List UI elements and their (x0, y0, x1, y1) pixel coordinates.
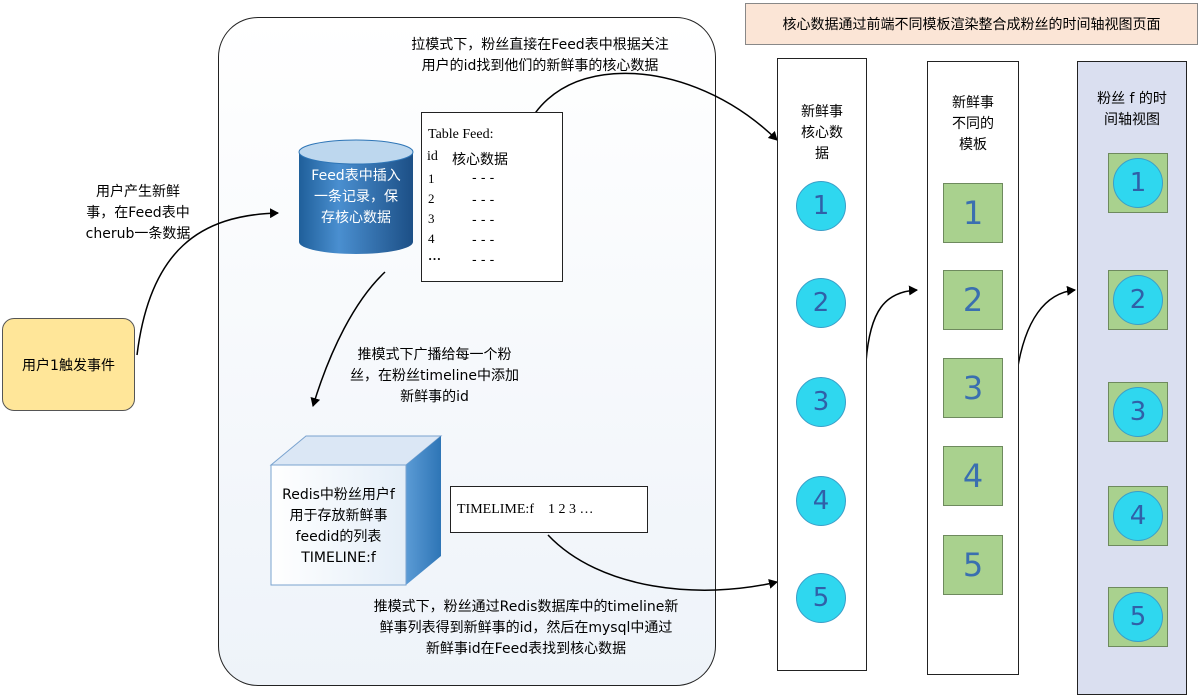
template-column-title: 新鲜事 不同的 模板 (952, 95, 994, 153)
core-data-item: 4 (796, 476, 846, 526)
feed-table-header-id: id (427, 149, 438, 164)
feed-row-data: - - - (472, 253, 495, 268)
timeline-view-item: 3 (1108, 382, 1168, 442)
feed-row-id: 2 (428, 191, 435, 206)
template-item-label: 5 (962, 546, 984, 584)
timeline-view-item-label: 1 (1129, 168, 1147, 198)
core-data-item-label: 1 (812, 191, 830, 221)
core-data-item: 3 (796, 377, 846, 427)
timeline-view-item-circle: 2 (1113, 275, 1163, 325)
timeline-view-item: 5 (1108, 587, 1168, 647)
push-mode-note: 推模式下广播给每一个粉 丝，在粉丝timeline中添加 新鲜事的id (350, 347, 519, 405)
user-note: 用户产生新鲜 事，在Feed表中 cherub一条数据 (85, 184, 191, 242)
template-item-label: 4 (962, 457, 984, 495)
core-data-item: 2 (796, 278, 846, 328)
feed-row-data: - - - (472, 171, 495, 186)
redis-cube (269, 435, 443, 586)
timeline-view-item-label: 2 (1129, 285, 1147, 315)
template-item: 4 (943, 446, 1003, 506)
timeline-view-item-circle: 5 (1113, 592, 1163, 642)
timeline-view-column-title: 粉丝 f 的时 间轴视图 (1097, 91, 1167, 128)
feed-row-id: 4 (428, 231, 435, 246)
timeline-view-item-label: 3 (1129, 397, 1147, 427)
redis-label: Redis中粉丝用户f 用于存放新鲜事 feedid的列表 TIMELINE:f (282, 487, 395, 566)
arrow-data-to-template (865, 285, 918, 363)
timeline-view-item-circle: 4 (1113, 491, 1163, 541)
diagram-title-text: 核心数据通过前端不同模板渲染整合成粉丝的时间轴视图页面 (782, 17, 1161, 33)
template-item: 3 (943, 358, 1003, 418)
core-data-item-label: 3 (812, 387, 830, 417)
user-event-label: 用户1触发事件 (22, 357, 115, 374)
feed-table-header-data: 核心数据 (452, 152, 508, 168)
feed-row-data: - - - (472, 233, 495, 248)
template-item: 5 (943, 535, 1003, 595)
template-item: 1 (943, 183, 1003, 243)
core-data-column-title: 新鲜事 核心数 据 (801, 104, 843, 162)
template-item-label: 3 (962, 369, 984, 407)
timeline-view-item: 4 (1108, 486, 1168, 546)
feed-row-data: - - - (472, 193, 495, 208)
cylinder-label: Feed表中插入 一条记录，保 存核心数据 (311, 168, 401, 226)
arrow-user-to-feed (136, 208, 279, 356)
timeline-view-item: 2 (1108, 270, 1168, 330)
feed-row-data: - - - (472, 213, 495, 228)
feed-row-id: 3 (428, 211, 435, 226)
template-item: 2 (943, 270, 1003, 330)
core-data-item-label: 2 (812, 288, 830, 318)
diagram-title: 核心数据通过前端不同模板渲染整合成粉丝的时间轴视图页面 (745, 3, 1198, 45)
timeline-view-item: 1 (1108, 153, 1168, 213)
core-data-item: 1 (796, 181, 846, 231)
timeline-view-item-circle: 1 (1113, 158, 1163, 208)
timeline-view-item-circle: 3 (1113, 387, 1163, 437)
core-data-item-label: 4 (812, 486, 830, 516)
timeline-view-item-label: 5 (1129, 602, 1147, 632)
feed-database-cylinder (298, 139, 414, 254)
feed-table: Table Feed: id 核心数据 1 - - - 2 - - - 3 - … (421, 112, 563, 282)
pull-mode-note: 拉模式下，粉丝直接在Feed表中根据关注 用户的id找到他们的新鲜事的核心数据 (411, 37, 669, 74)
core-data-item-label: 5 (812, 583, 830, 613)
feed-row-id: … (428, 248, 441, 263)
feed-table-title: Table Feed: (428, 127, 494, 142)
arrow-push-broadcast (310, 271, 386, 407)
template-item-label: 1 (962, 194, 984, 232)
template-item-label: 2 (962, 281, 984, 319)
arrow-template-to-view (1016, 285, 1076, 373)
timeline-box: TIMELIME:f 1 2 3 … (450, 486, 648, 533)
timeline-box-text: TIMELIME:f 1 2 3 … (457, 501, 594, 517)
feed-row-id: 1 (428, 171, 435, 186)
user-event-box: 用户1触发事件 (2, 318, 135, 411)
core-data-item: 5 (796, 573, 846, 623)
push-read-note: 推模式下，粉丝通过Redis数据库中的timeline新 鲜事列表得到新鲜事的i… (373, 599, 679, 657)
arrow-timeline-read (547, 534, 778, 591)
core-data-column (777, 58, 867, 671)
timeline-view-item-label: 4 (1129, 501, 1147, 531)
